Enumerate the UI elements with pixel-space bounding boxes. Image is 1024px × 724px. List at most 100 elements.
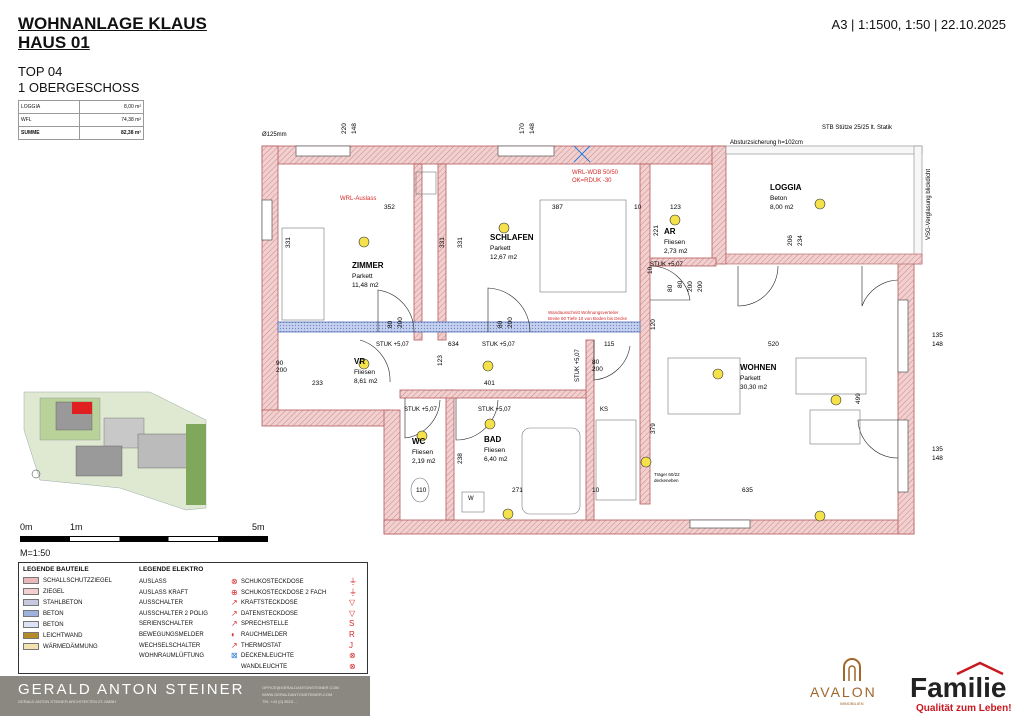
site-overview-map [23,391,207,511]
thermostat-icon: J [349,640,353,650]
house-03 [75,445,123,477]
room-name: LOGGIA [770,183,802,192]
partition-shaft [437,163,447,341]
pipe-label: Ø125mm [262,132,287,138]
room-name: BAD [484,435,502,444]
kraft-icon: ▽ [349,598,356,608]
building-name: HAUS 01 [18,33,90,52]
light-wc-icon [416,430,428,442]
plan-annotations: Ø125mm Absturzsicherung h=102cm STB Stüt… [262,125,932,502]
familie-slogan: Qualität zum Leben! [916,703,1012,714]
familie-logo: Familie [910,672,1007,703]
dimension: 221 [653,225,660,236]
stb-label: STB Stütze 25/25 lt. Statik [822,125,893,131]
wall-left-lower [383,409,401,535]
auslass-icon: ⊗ [231,577,238,586]
dimension: 170 [519,123,526,134]
light-loggia-icon [814,198,826,210]
room-labels: ZIMMER Parkett 11,48 m2 SCHLAFEN Parkett… [352,183,802,465]
window-zimmer [295,145,351,157]
room-floor: Fliesen [484,447,505,454]
dimension: 379 [650,423,657,434]
partition-ar [639,163,651,505]
legend-label: SCHALLSCHUTZZIEGEL [43,577,113,584]
bed-schlafen [539,199,627,293]
house-02 [103,417,145,449]
familie-roof-icon [956,661,1004,675]
scale-bar: 0m 1m 5m M=1:50 [20,522,268,558]
legend-label: SCHUKOSTECKDOSE 2 FACH [241,589,327,596]
dimension: 110 [416,487,427,494]
dimension: 200 [397,317,404,328]
scale-bar-graphic [20,536,268,542]
dimension: 331 [439,237,446,248]
schuko-icon: ⏚ [349,577,357,586]
dimension: 238 [457,453,464,464]
room-area: 30,30 m2 [740,384,767,391]
washer-label: W [468,496,474,502]
wohnraumlueftung-icon: ⊠ [231,651,238,661]
room-name: AR [664,227,676,236]
legend-label: BETON [43,621,64,628]
loggia-edge-right [913,145,923,265]
avalon-sub: IMMOBILIEN [840,701,864,706]
legend-label: THERMOSTAT [241,642,282,649]
legend-label: AUSLASS [139,579,167,585]
traeger-label-2: deckeneben [654,478,679,483]
partition-wc-bad [445,389,455,521]
legend-label: BETON [43,610,64,617]
legend-label: SPRECHSTELLE [241,621,289,628]
desk-chair [415,171,437,195]
window-wohnen-2 [897,419,909,493]
sofa [795,357,867,395]
dimension-labels: 352 387 10 123 331 331 331 221 80 200 80… [276,123,943,494]
dimension: 115 [604,341,615,348]
bewegungsmelder-icon: ◐ [231,629,236,639]
project-name: WOHNANLAGE KLAUS [18,14,207,33]
door-wc [404,398,441,439]
washing-machine [461,491,485,513]
room-floor: Parkett [490,245,511,252]
light-wohnen2-icon [830,394,842,406]
legend: LEGENDE BAUTEILE LEGENDE ELEKTRO SCHALLS… [18,562,368,674]
stuk-label: STUK +5,07 [482,342,516,348]
room-area: 12,67 m2 [490,254,517,261]
swatch [23,588,39,595]
legend-item: LEICHTWAND [23,632,82,639]
dimension: 331 [285,237,292,248]
legend-label: WOHNRAUMLÜFTUNG [139,653,204,660]
room-floor: Fliesen [664,239,685,246]
unit-floor: 1 OBERGESCHOSS [18,80,140,95]
serienschalter-icon: ↗ [231,619,238,629]
contact-line: WWW.GERALDANTONSTEINER.COM [262,692,333,697]
wrl-wdb-label: WRL-WDB 50/50 [572,170,619,176]
deckenleuchte-icon: ⊗ [349,651,356,661]
legend-label: LEICHTWAND [43,632,83,639]
stuk-label: STUK +5,07 [404,407,438,413]
wechselschalter-icon: ↗ [231,640,238,650]
room-area: 2,73 m2 [664,248,688,255]
unit-number: TOP 04 [18,64,63,79]
dimension: 387 [552,204,563,211]
legend-bauteile-title: LEGENDE BAUTEILE [23,566,89,573]
dimension: 520 [768,341,779,348]
legend-label: DATENSTECKDOSE [241,610,298,617]
legend-label: STAHLBETON [43,599,83,606]
dimension: 80 [677,280,684,288]
partition-bad-top [399,389,591,399]
swatch [23,632,39,639]
house-04 [137,433,191,469]
room-floor: Parkett [352,273,373,280]
room-floor: Parkett [740,375,761,382]
absturz-label: Absturzsicherung h=102cm [730,140,803,146]
dimension: 233 [312,380,323,387]
site-hedge [186,424,206,505]
architect-contact: OFFICE@GERALDANTONSTEINER.COM WWW.GERALD… [262,684,339,705]
stuk-label: STUK +5,07 [376,342,410,348]
window-schlafen [497,145,555,157]
scale-tick-5: 5m [252,522,265,532]
legend-label: AUSLASS KRAFT [139,589,189,596]
dimension: 123 [437,355,444,366]
